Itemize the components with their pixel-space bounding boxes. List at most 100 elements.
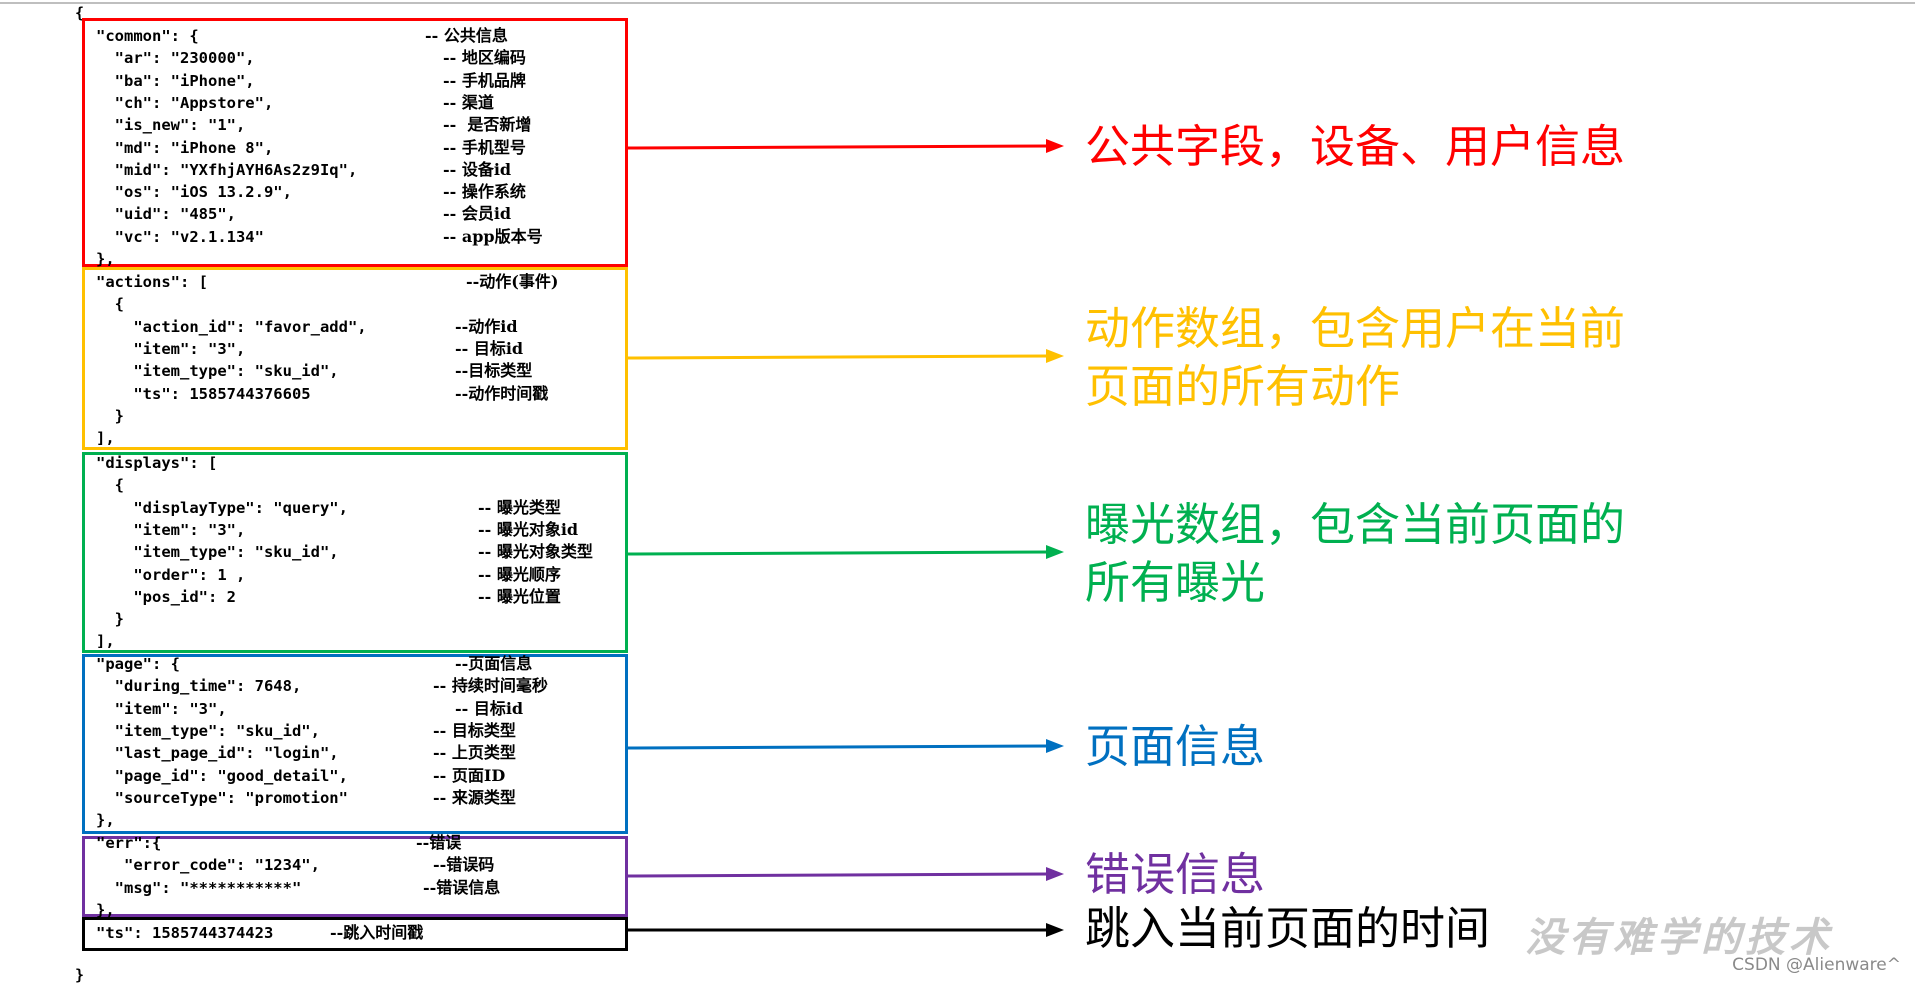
displays-arrow-head [1046, 545, 1064, 559]
displays-section-box [82, 452, 628, 653]
common-comment: -- 操作系统 [443, 182, 526, 202]
page-code-line: "sourceType": "promotion" [96, 788, 348, 807]
actions-annotation-label: 页面的所有动作 [1085, 360, 1401, 413]
page-comment: -- 目标类型 [433, 720, 516, 740]
err-comment: --错误信息 [423, 877, 501, 897]
actions-comment: --目标类型 [455, 361, 533, 381]
actions-code-line: "ts": 1585744376605 [96, 384, 311, 403]
page-comment: -- 页面ID [433, 765, 506, 785]
common-comment: -- 地区编码 [443, 48, 526, 68]
common-comment: -- 公共信息 [425, 26, 508, 45]
common-code-line: "md": "iPhone 8", [96, 138, 274, 157]
actions-code-line: "action_id": "favor_add", [96, 317, 367, 336]
displays-code-line: "item": "3", [96, 520, 246, 539]
ts-annotation-label: 跳入当前页面的时间 [1085, 902, 1491, 955]
actions-arrow-line [627, 354, 1051, 360]
common-comment: -- 设备id [443, 159, 512, 179]
page-section-box [82, 654, 628, 834]
displays-comment: -- 曝光位置 [478, 586, 561, 606]
page-arrow-line [627, 744, 1051, 750]
ts-arrow-head [1046, 923, 1064, 937]
watermark-text: 没有难学的技术 [1525, 914, 1833, 961]
displays-code-line: ], [96, 632, 115, 651]
displays-code-line: "pos_id": 2 [96, 587, 236, 606]
displays-code-line: "displayType": "query", [96, 498, 348, 517]
page-code-line: "item_type": "sku_id", [96, 721, 320, 740]
actions-code-line: "item_type": "sku_id", [96, 362, 339, 381]
page-comment: -- 上页类型 [433, 743, 516, 763]
actions-arrow-head [1046, 349, 1064, 363]
ts-code-line: "ts": 1585744374423 [96, 924, 274, 942]
err-annotation-label: 错误信息 [1085, 848, 1266, 901]
common-code-line: "is_new": "1", [96, 116, 246, 135]
actions-comment: -- 目标id [455, 338, 524, 358]
open-brace: { [75, 4, 85, 22]
displays-annotation-label: 曝光数组，包含当前页面的 [1085, 498, 1626, 551]
actions-comment: --动作id [455, 316, 518, 336]
displays-code-line: { [96, 476, 124, 495]
err-code-line: "msg": "***********" [96, 878, 302, 897]
actions-code-line: "item": "3", [96, 339, 246, 358]
err-arrow-line [627, 872, 1051, 878]
actions-code-line: ], [96, 429, 115, 448]
common-code-line: "common": { [96, 27, 199, 45]
common-comment: -- 手机品牌 [443, 70, 526, 90]
page-code-line: "page": { [96, 655, 180, 673]
common-code-line: "ba": "iPhone", [96, 71, 255, 90]
page-comment: --页面信息 [455, 654, 533, 673]
displays-code-line: "order": 1 , [96, 565, 246, 584]
actions-code-line: } [96, 406, 124, 425]
common-comment: -- 渠道 [443, 92, 494, 112]
page-code-line: }, [96, 811, 115, 830]
common-arrow-head [1046, 139, 1064, 153]
err-code-line: "error_code": "1234", [96, 856, 320, 875]
page-arrow-head [1046, 739, 1064, 753]
actions-section-box [82, 267, 628, 450]
actions-comment: --动作(事件) [466, 272, 559, 291]
displays-comment: -- 曝光类型 [478, 497, 561, 517]
err-comment: --错误 [416, 833, 462, 852]
displays-comment: -- 曝光顺序 [478, 564, 561, 584]
err-comment: --错误码 [433, 855, 495, 875]
common-code-line: "vc": "v2.1.134" [96, 227, 264, 246]
csdn-credit: CSDN @Alienware^ [1732, 955, 1901, 975]
actions-code-line: "actions": [ [96, 273, 208, 291]
page-comment: -- 目标id [455, 698, 524, 718]
common-code-line: "ch": "Appstore", [96, 93, 274, 112]
err-code-line: }, [96, 900, 115, 919]
displays-annotation-label: 所有曝光 [1085, 556, 1266, 609]
actions-comment: --动作时间戳 [455, 383, 549, 403]
page-comment: -- 持续时间毫秒 [433, 676, 548, 696]
common-comment: -- 手机型号 [443, 137, 526, 157]
common-comment: -- app版本号 [443, 226, 543, 246]
err-arrow-head [1046, 867, 1064, 881]
displays-code-line: "displays": [ [96, 454, 218, 472]
displays-comment: -- 曝光对象id [478, 519, 579, 539]
page-code-line: "item": "3", [96, 699, 227, 718]
page-comment: -- 来源类型 [433, 787, 516, 807]
common-annotation-label: 公共字段，设备、用户信息 [1085, 120, 1626, 173]
page-code-line: "last_page_id": "login", [96, 744, 339, 763]
top-divider [0, 2, 1915, 4]
actions-annotation-label: 动作数组，包含用户在当前 [1085, 302, 1626, 355]
actions-code-line: { [96, 295, 124, 314]
common-code-line: "uid": "485", [96, 205, 236, 224]
displays-code-line: "item_type": "sku_id", [96, 543, 339, 562]
common-code-line: "mid": "YXfhjAYH6As2z9Iq", [96, 160, 358, 179]
displays-code-line: } [96, 610, 124, 629]
page-code-line: "page_id": "good_detail", [96, 766, 348, 785]
common-code-line: "os": "iOS 13.2.9", [96, 183, 292, 202]
ts-comment: --跳入时间戳 [330, 923, 424, 942]
page-annotation-label: 页面信息 [1085, 720, 1266, 773]
displays-arrow-line [627, 550, 1051, 556]
displays-comment: -- 曝光对象类型 [478, 542, 593, 562]
common-section-box [82, 18, 628, 267]
common-comment: -- 是否新增 [443, 115, 532, 135]
common-comment: -- 会员id [443, 204, 512, 224]
common-code-line: "ar": "230000", [96, 49, 255, 68]
common-code-line: }, [96, 250, 115, 268]
page-code-line: "during_time": 7648, [96, 677, 302, 696]
close-brace: } [75, 966, 85, 984]
